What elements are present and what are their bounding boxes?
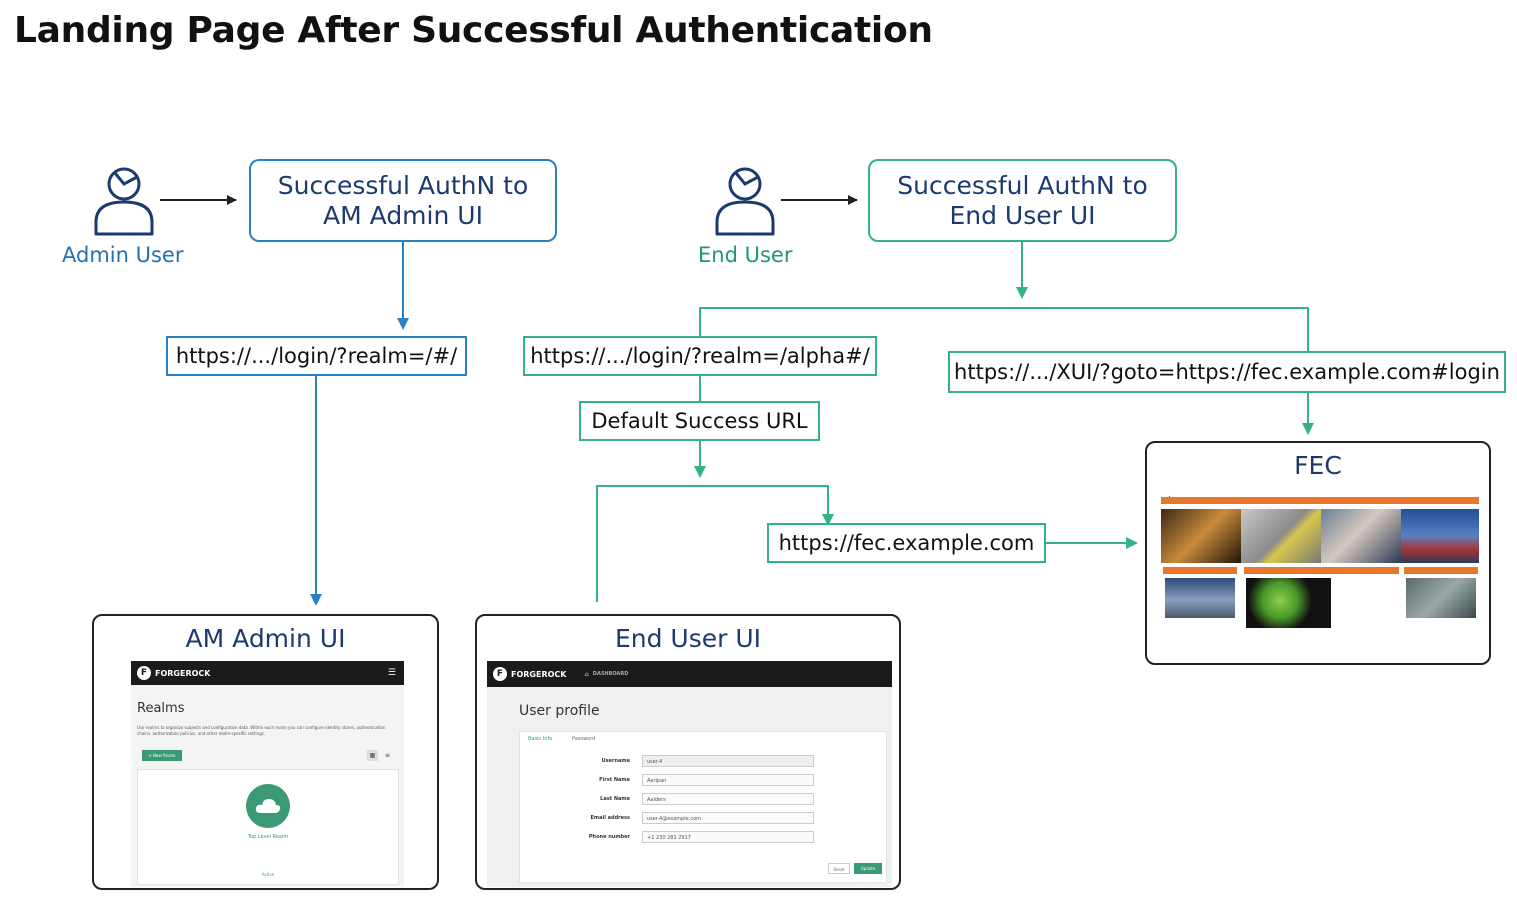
end-authn-line2: End User UI: [949, 200, 1096, 230]
form-row: Email address user.4@example.com: [520, 811, 888, 825]
realm-card[interactable]: Top Level Realm Active: [137, 769, 399, 885]
thumb-2: [1246, 578, 1331, 628]
am-admin-topbar: F FORGEROCK ☰: [131, 661, 404, 685]
movie-image-2: [1241, 509, 1321, 563]
form-row: Phone number +1 230 281 2917: [520, 830, 888, 844]
form-row: Last Name Aalders: [520, 792, 888, 806]
end-authn-line1: Successful AuthN to: [897, 170, 1148, 200]
forgerock-logo-icon: F: [493, 667, 507, 681]
end-branch: [699, 307, 1309, 353]
profile-card: Basic Info Password Username user.4 Firs…: [519, 731, 887, 883]
end-authn-box: Successful AuthN to End User UI: [868, 159, 1177, 242]
end-user-actor: [713, 164, 777, 238]
last-name-field[interactable]: Aalders: [642, 793, 814, 805]
end-user-ui-panel: End User UI F FORGEROCK ⌂ DASHBOARD User…: [475, 614, 901, 890]
form-row: Username user.4: [520, 754, 888, 768]
profile-fields: Username user.4 First Name Aarlpan Last …: [520, 754, 888, 849]
default-branch: [596, 485, 834, 602]
new-realm-button[interactable]: + New Realm: [142, 750, 182, 761]
field-label: Email address: [590, 815, 630, 821]
thumb-3: [1406, 578, 1476, 618]
end-user-screenshot: F FORGEROCK ⌂ DASHBOARD User profile Bas…: [487, 661, 892, 887]
first-name-field[interactable]: Aarlpan: [642, 774, 814, 786]
dashboard-nav[interactable]: DASHBOARD: [592, 671, 629, 677]
cloud-icon: [246, 784, 290, 828]
end-user-brand: FORGEROCK: [511, 669, 567, 679]
forgerock-logo-icon: F: [137, 666, 151, 680]
am-admin-ui-panel: AM Admin UI F FORGEROCK ☰ Realms Use rea…: [92, 614, 439, 890]
end-user-label: End User: [698, 243, 793, 267]
section-header-1: [1163, 567, 1237, 574]
admin-authn-line1: Successful AuthN to: [277, 170, 529, 200]
fec-url: https://fec.example.com: [767, 523, 1046, 563]
fec-screenshot: ★: [1158, 485, 1481, 645]
admin-authn-line2: AM Admin UI: [323, 200, 483, 230]
end-user-ui-title: End User UI: [614, 624, 762, 653]
realms-description: Use realms to organize subjects and conf…: [137, 725, 386, 736]
movie-image-3: [1321, 509, 1401, 563]
home-icon[interactable]: ⌂: [584, 670, 589, 678]
default-success-url: Default Success URL: [579, 401, 820, 441]
field-label: Last Name: [600, 796, 630, 802]
am-admin-brand: FORGEROCK: [155, 668, 211, 678]
user-icon: [94, 167, 154, 236]
tab-password[interactable]: Password: [572, 736, 596, 742]
xui-goto-url: https://.../XUI/?goto=https://fec.exampl…: [948, 351, 1506, 393]
admin-actor: [92, 164, 156, 238]
movie-image-1: [1161, 509, 1241, 563]
realm-status: Active: [261, 872, 275, 877]
admin-user-label: Admin User: [62, 243, 184, 267]
email-field[interactable]: user.4@example.com: [642, 812, 814, 824]
field-label: First Name: [599, 777, 630, 783]
field-label: Phone number: [588, 834, 630, 840]
admin-authn-box: Successful AuthN to AM Admin UI: [249, 159, 557, 242]
page-title: Landing Page After Successful Authentica…: [14, 10, 933, 51]
reset-button[interactable]: Reset: [828, 863, 850, 874]
user-profile-heading: User profile: [519, 703, 600, 719]
realms-heading: Realms: [137, 701, 185, 716]
realm-name: Top Level Realm: [247, 834, 289, 840]
am-admin-ui-title: AM Admin UI: [185, 624, 346, 653]
section-header-2: [1244, 567, 1399, 574]
username-field[interactable]: user.4: [642, 755, 814, 767]
thumb-1: [1165, 578, 1235, 618]
am-admin-screenshot: F FORGEROCK ☰ Realms Use realms to organ…: [131, 661, 404, 887]
grid-view-icon[interactable]: ▦: [367, 750, 378, 761]
fec-title: FEC: [1294, 451, 1342, 480]
section-header-3: [1404, 567, 1478, 574]
end-user-topbar: F FORGEROCK ⌂ DASHBOARD: [487, 661, 892, 687]
list-view-icon[interactable]: ≡: [384, 752, 391, 759]
fec-banner: [1161, 497, 1479, 504]
user-icon: [715, 167, 775, 236]
fec-nav: ★: [1166, 486, 1246, 503]
movie-image-4: [1401, 509, 1479, 563]
form-row: First Name Aarlpan: [520, 773, 888, 787]
alpha-login-url: https://.../login/?realm=/alpha#/: [523, 336, 877, 376]
admin-login-url: https://.../login/?realm=/#/: [166, 336, 467, 376]
menu-icon: ☰: [387, 668, 396, 678]
tab-basic-info[interactable]: Basic Info: [528, 736, 553, 742]
field-label: Username: [601, 758, 630, 764]
fec-panel: FEC ★: [1145, 441, 1491, 665]
phone-field[interactable]: +1 230 281 2917: [642, 831, 814, 843]
update-button[interactable]: Update: [854, 863, 882, 874]
